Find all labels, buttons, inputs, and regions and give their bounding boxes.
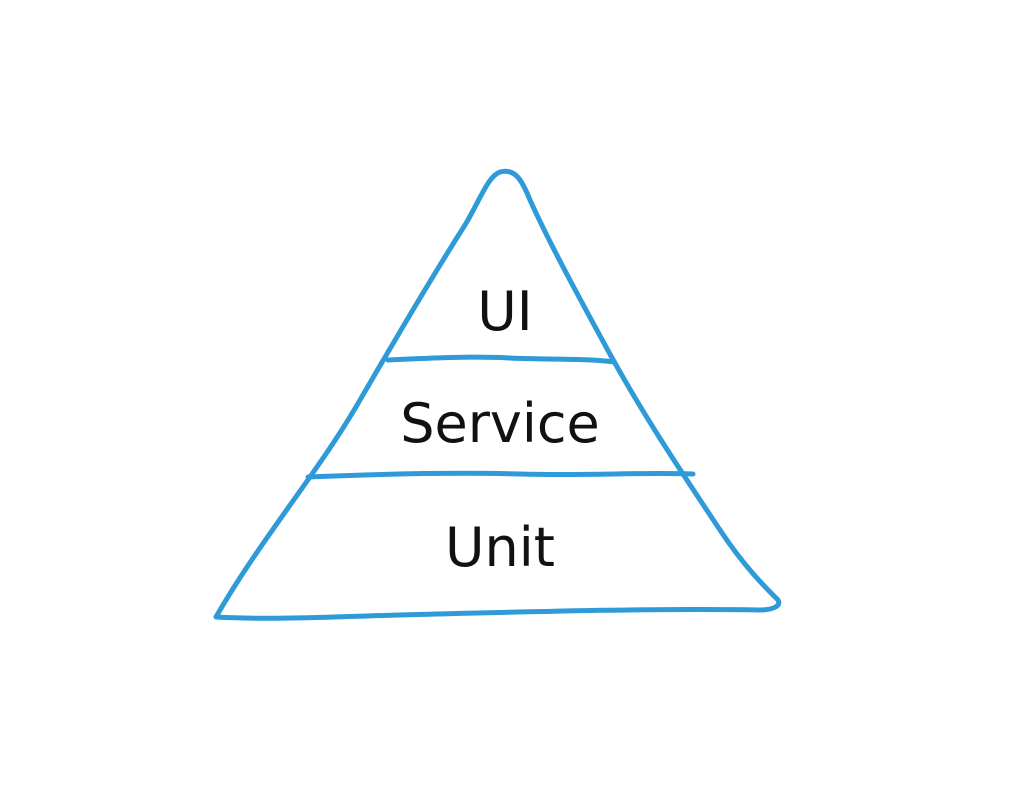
layer-label-ui: UI bbox=[477, 280, 532, 343]
divider-top bbox=[385, 354, 617, 365]
layer-label-unit: Unit bbox=[445, 516, 555, 579]
divider-bottom bbox=[305, 470, 696, 480]
layer-label-service: Service bbox=[400, 392, 600, 455]
pyramid-outline bbox=[213, 168, 782, 621]
